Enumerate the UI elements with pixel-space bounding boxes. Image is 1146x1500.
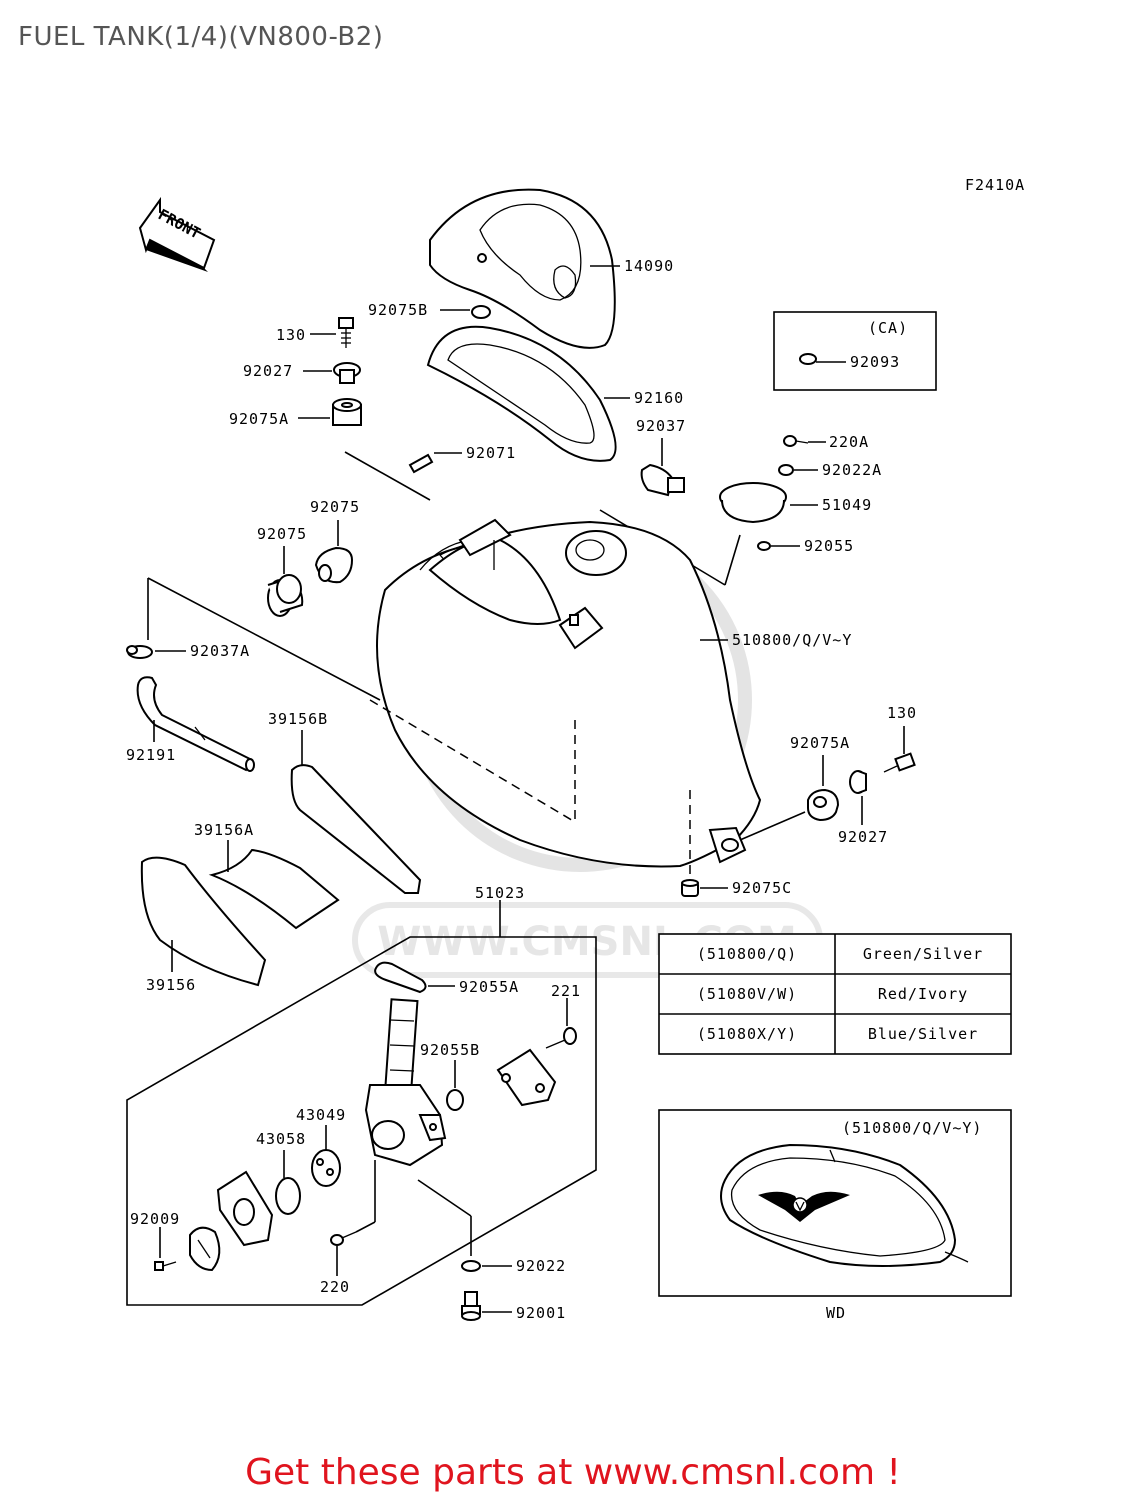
color-row-code: (51080V/W): [697, 985, 797, 1003]
label-92055a: 92055A: [459, 978, 519, 996]
ca-box: [773, 311, 937, 391]
valve-lever: [189, 1226, 221, 1272]
label-92191: 92191: [126, 746, 176, 764]
collar-92027b: [849, 770, 867, 794]
label-39156a: 39156A: [194, 821, 254, 839]
grommet-92075b: [471, 305, 491, 319]
label-130b: 130: [887, 704, 917, 722]
spring-92071: [408, 453, 434, 474]
label-92022a: 92022A: [822, 461, 882, 479]
label-130a: 130: [276, 326, 306, 344]
collar-92027a: [333, 362, 361, 384]
page-title: FUEL TANK(1/4)(VN800-B2): [18, 22, 384, 52]
label-510800: 510800/Q/V~Y: [732, 631, 852, 649]
label-92055b: 92055B: [420, 1041, 480, 1059]
damper-92075a: [267, 574, 304, 617]
label-92027a: 92027: [243, 362, 293, 380]
pad-39156b: [290, 764, 422, 894]
clamp-92037: [640, 463, 685, 497]
inset-label: (510800/Q/V~Y): [842, 1119, 982, 1137]
damper-92075ab: [807, 788, 840, 822]
gasket-92160: [426, 325, 617, 462]
color-table: (510800/Q) Green/Silver (51080V/W) Red/I…: [658, 933, 1012, 1055]
color-row-code: (51080X/Y): [697, 1025, 797, 1043]
nut-icon-92093: [799, 353, 817, 365]
oring-92055: [757, 541, 771, 551]
inset-wd: (510800/Q/V~Y) WD: [658, 1109, 1012, 1322]
label-14090: 14090: [624, 257, 674, 275]
color-row-value: Green/Silver: [863, 945, 983, 963]
gasket-92055a: [374, 961, 427, 994]
label-92075b: 92075B: [368, 301, 428, 319]
front-arrow-icon: FRONT: [138, 196, 216, 272]
label-92075ab: 92075A: [790, 734, 850, 752]
tank-cover-14090: [429, 188, 616, 349]
bolt-icon-130b: [883, 752, 916, 773]
label-92075c: 92075C: [732, 879, 792, 897]
label-221: 221: [551, 982, 581, 1000]
clip-92037a: [126, 645, 153, 659]
fuel-valve-body: [364, 998, 447, 1167]
label-220a: 220A: [829, 433, 869, 451]
screw-icon-221: [545, 1027, 577, 1049]
screw-icon-220a: [783, 435, 809, 447]
oring-92055b: [446, 1089, 464, 1111]
label-92037: 92037: [636, 417, 686, 435]
color-row-value: Blue/Silver: [868, 1025, 978, 1043]
color-row-code: (510800/Q): [697, 945, 797, 963]
label-220: 220: [320, 1278, 350, 1296]
pad-39156: [140, 856, 267, 987]
screw-icon-92009: [154, 1261, 177, 1271]
label-51023: 51023: [475, 884, 525, 902]
label-92022: 92022: [516, 1257, 566, 1275]
valve-cover-plate: [496, 1048, 557, 1107]
washer-92022a: [778, 464, 794, 476]
label-92037a: 92037A: [190, 642, 250, 660]
screw-icon-220: [330, 1231, 357, 1246]
label-92093: 92093: [850, 353, 900, 371]
label-92055: 92055: [804, 537, 854, 555]
label-92160: 92160: [634, 389, 684, 407]
inset-caption: WD: [826, 1304, 846, 1322]
cap-51049: [719, 482, 787, 524]
label-39156: 39156: [146, 976, 196, 994]
label-92009: 92009: [130, 1210, 180, 1228]
color-row-value: Red/Ivory: [878, 985, 968, 1003]
bolt-icon-130a: [338, 317, 354, 348]
label-51049: 51049: [822, 496, 872, 514]
label-92071: 92071: [466, 444, 516, 462]
label-92027b: 92027: [838, 828, 888, 846]
oring-43058: [275, 1177, 301, 1215]
label-92075b-damper: 92075: [310, 498, 360, 516]
damper-92075b: [314, 546, 354, 584]
figure-code: F2410A: [965, 176, 1025, 194]
label-92001: 92001: [516, 1304, 566, 1322]
grommet-92075c: [681, 879, 699, 897]
label-43049: 43049: [296, 1106, 346, 1124]
label-92075a: 92075: [257, 525, 307, 543]
label-43058: 43058: [256, 1130, 306, 1148]
pad-39156a: [208, 848, 340, 930]
label-92075aa: 92075A: [229, 410, 289, 428]
hose-92191: [136, 676, 255, 772]
valve-plate: [216, 1170, 274, 1247]
damper-92075aa: [332, 398, 362, 426]
footer-link-text[interactable]: Get these parts at www.cmsnl.com !: [245, 1452, 901, 1493]
bolt-icon-92001: [461, 1291, 481, 1321]
fuel-tank-510800: [376, 518, 762, 868]
washer-92022: [461, 1260, 481, 1272]
gasket-43049: [311, 1149, 341, 1187]
label-39156b: 39156B: [268, 710, 328, 728]
valve-assembly-outline-51023: [126, 936, 597, 1306]
ca-label: (CA): [868, 319, 908, 337]
